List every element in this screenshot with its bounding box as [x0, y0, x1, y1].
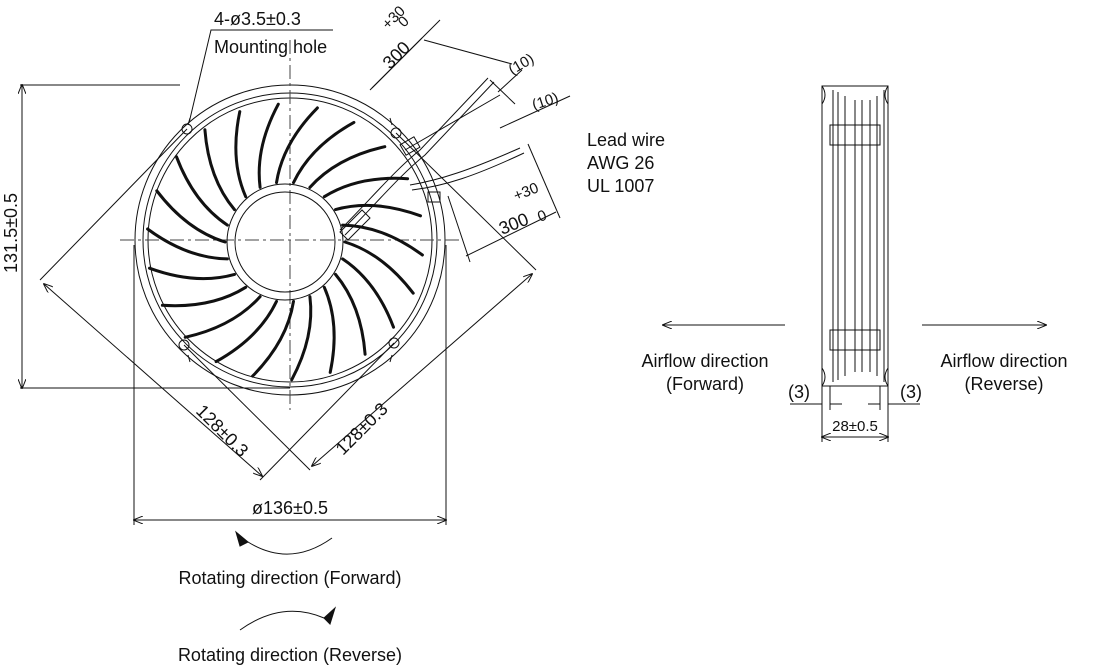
impeller-blade — [160, 285, 248, 308]
diagonal-right-dimension-line — [312, 274, 532, 466]
lead-lower-strip: (10) — [530, 89, 561, 113]
impeller-blade — [155, 189, 227, 244]
impeller-blade — [334, 203, 422, 218]
mounting-hole-label: Mounting hole — [214, 37, 327, 57]
lead-lower-tol-plus: +30 — [511, 179, 541, 204]
height-dimension-text: 131.5±0.5 — [1, 193, 21, 273]
side-right-dim: (3) — [900, 382, 922, 402]
impeller-blade — [175, 155, 229, 227]
impeller-blade — [148, 266, 236, 281]
diagonal-left-dimension-line — [44, 284, 262, 476]
impeller-blades — [146, 102, 424, 382]
diameter-dimension-text: ø136±0.5 — [252, 498, 328, 518]
mounting-hole-top-left — [181, 123, 193, 135]
side-left-dim: (3) — [788, 382, 810, 402]
hub-outer — [226, 183, 344, 301]
rotation-reverse-arrow — [239, 610, 325, 631]
impeller-blade — [341, 257, 395, 329]
impeller-blade — [322, 285, 336, 374]
airflow-forward-line2: (Forward) — [666, 374, 744, 394]
impeller-blade — [308, 145, 387, 189]
side-view: 28±0.5 (3) (3) Airflow direction (Forwar… — [641, 85, 1068, 442]
hub-inner — [234, 191, 336, 293]
impeller-blade — [251, 299, 295, 378]
mounting-hole-top-right — [390, 127, 402, 139]
impeller-blade — [275, 106, 319, 185]
impeller-blade — [146, 227, 229, 261]
lead-wire-line3: UL 1007 — [587, 176, 654, 196]
rotation-reverse-text: Rotating direction (Reverse) — [178, 645, 402, 665]
rotation-forward-arrow — [247, 537, 333, 555]
lead-wire-line1: Lead wire — [587, 130, 665, 150]
side-frame — [821, 85, 889, 387]
mounting-hole-leader — [188, 29, 333, 124]
impeller-blade — [290, 295, 313, 382]
airflow-reverse-line1: Airflow direction — [940, 351, 1067, 371]
diagonal-right-dimension-text: 128±0.3 — [332, 399, 392, 459]
rotation-section: Rotating direction (Forward) Rotating di… — [178, 530, 402, 665]
impeller-blade — [322, 176, 410, 199]
lead-wire-line2: AWG 26 — [587, 153, 654, 173]
impeller-blade — [203, 128, 236, 212]
lead-upper-length: 300 — [379, 37, 414, 72]
front-view: 4-ø3.5±0.3 Mounting hole 131.5±0.5 128±0… — [1, 3, 571, 525]
mounting-hole-spec: 4-ø3.5±0.3 — [214, 9, 301, 29]
lead-wires — [339, 77, 525, 241]
rotation-forward-text: Rotating direction (Forward) — [178, 568, 401, 588]
diagonal-left-dimension-text: 128±0.3 — [192, 401, 252, 461]
thickness-dimension-text: 28±0.5 — [832, 418, 878, 435]
impeller-blade — [341, 223, 424, 257]
impeller-blade — [257, 102, 280, 189]
impeller-blade — [234, 110, 248, 199]
impeller-blade — [292, 120, 356, 185]
airflow-forward-line1: Airflow direction — [641, 351, 768, 371]
lead-wire-spec: Lead wire AWG 26 UL 1007 — [587, 130, 665, 196]
impeller-blade — [334, 272, 367, 356]
impeller-blade — [183, 295, 262, 339]
lead-upper-strip: (10) — [506, 50, 538, 78]
airflow-reverse-line2: (Reverse) — [964, 374, 1043, 394]
lead-lower-length: 300 — [496, 209, 531, 239]
